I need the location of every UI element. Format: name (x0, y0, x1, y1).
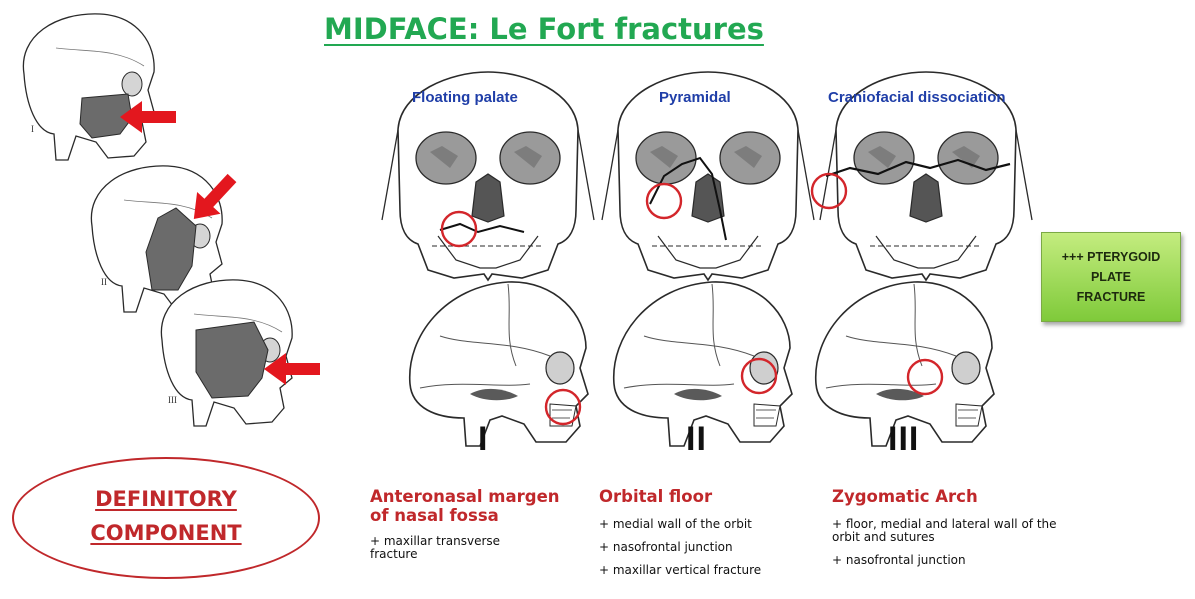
side-skull-type-3 (161, 280, 292, 426)
numeral-type-3: III (888, 420, 919, 459)
heading-type-3: Zygomatic Arch (832, 487, 1082, 506)
definitory-line-1: DEFINITORY (12, 482, 320, 516)
numeral-type-2: II (686, 420, 707, 459)
detail-type-2-1: + medial wall of the orbit (599, 518, 814, 531)
detail-type-1-1: + maxillar transverse fracture (370, 535, 530, 561)
detail-type-3-1: + floor, medial and lateral wall of the … (832, 518, 1072, 544)
definitory-line-2: COMPONENT (12, 516, 320, 550)
pterygoid-line-1: +++ PTERYGOID (1062, 247, 1161, 267)
type-label-floating-palate: Floating palate (412, 89, 518, 106)
type-label-craniofacial: Craniofacial dissociation (828, 89, 1006, 106)
definitory-label: DEFINITORY COMPONENT (12, 482, 320, 550)
column-type-2: Orbital floor + medial wall of the orbit… (599, 487, 814, 577)
pterygoid-line-2: PLATE (1062, 267, 1161, 287)
heading-type-2: Orbital floor (599, 487, 814, 506)
detail-type-2-3: + maxillar vertical fracture (599, 564, 814, 577)
numeral-type-1: I (478, 420, 488, 459)
lateral-skull-type-1 (410, 282, 588, 446)
side-numeral-1: I (31, 124, 34, 134)
detail-type-2-2: + nasofrontal junction (599, 541, 814, 554)
side-skull-type-1 (23, 14, 154, 160)
column-type-1: Anteronasal margen of nasal fossa + maxi… (370, 487, 575, 561)
type-label-pyramidal: Pyramidal (659, 89, 731, 106)
detail-type-3-2: + nasofrontal junction (832, 554, 1082, 567)
side-numeral-2: II (101, 277, 107, 287)
heading-type-1: Anteronasal margen of nasal fossa (370, 487, 575, 525)
pterygoid-line-3: FRACTURE (1062, 287, 1161, 307)
pterygoid-plate-box: +++ PTERYGOID PLATE FRACTURE (1041, 232, 1181, 322)
column-type-3: Zygomatic Arch + floor, medial and later… (832, 487, 1082, 567)
side-numeral-3: III (168, 395, 177, 405)
